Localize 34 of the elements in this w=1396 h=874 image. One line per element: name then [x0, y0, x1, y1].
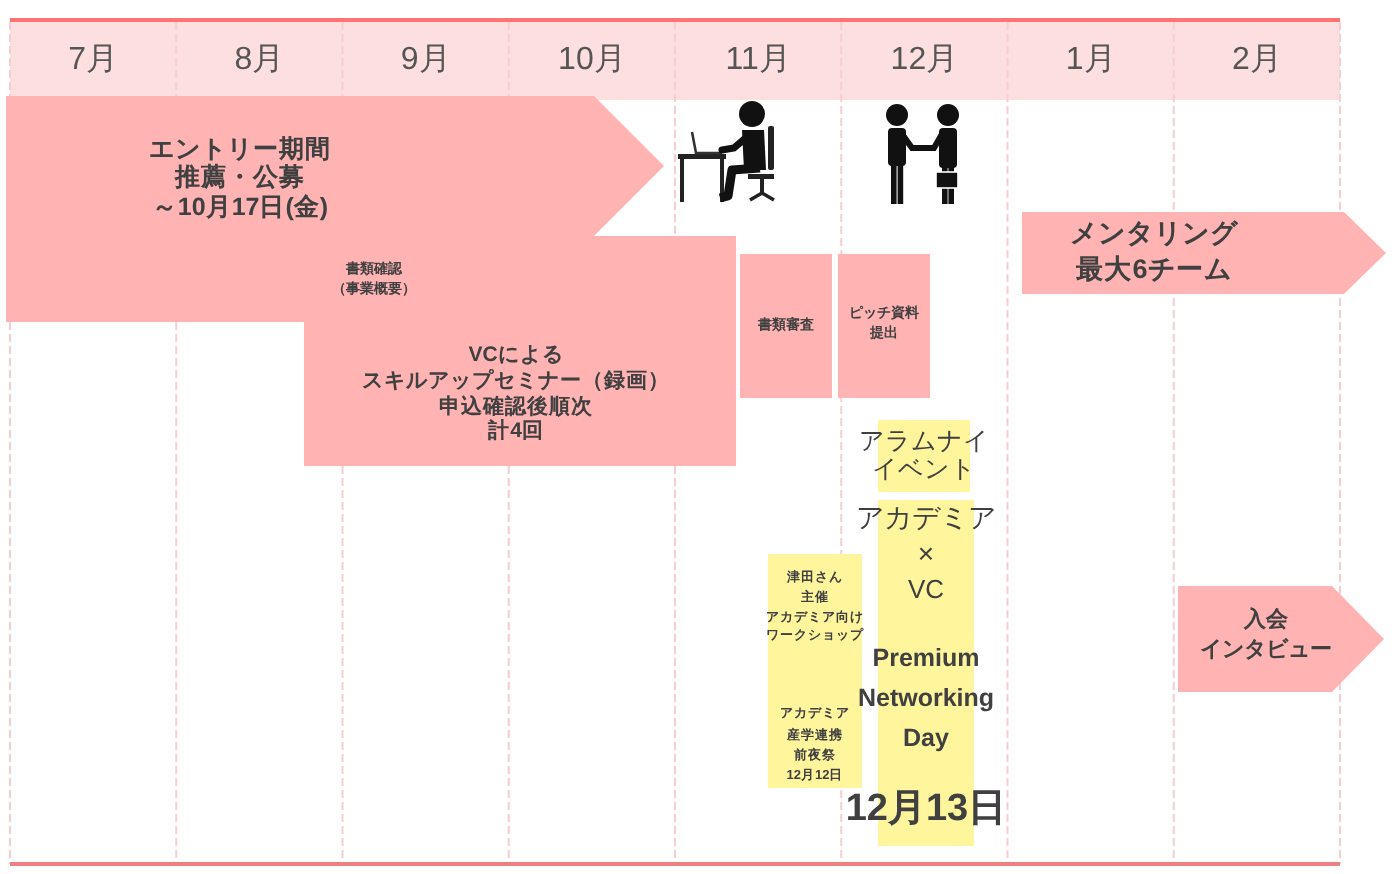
box-label: 計4回 — [488, 421, 544, 443]
event-label: イベント — [872, 456, 976, 484]
event-label: VC — [907, 576, 945, 604]
event-label: Premium Networking Day — [857, 642, 995, 756]
event-label: 12月13日 — [845, 790, 1007, 830]
box-label: 申込確認後順次 — [439, 396, 593, 418]
phase-box — [304, 322, 736, 466]
box-label: ～10月17日(金) — [151, 194, 329, 222]
box-label: インタビュー — [1200, 640, 1332, 664]
phase-box — [740, 254, 832, 398]
month-label: 1月 — [1065, 44, 1116, 78]
month-label: 2月 — [1231, 44, 1282, 78]
phase-box — [838, 254, 930, 398]
highlight-box — [768, 670, 862, 788]
highlight-box — [768, 554, 862, 670]
event-label: × — [917, 539, 935, 569]
event-label: アカデミア — [856, 503, 996, 533]
month-label: 12月 — [890, 44, 959, 78]
box-label: スキルアップセミナー（録画） — [362, 371, 670, 393]
box-label: 最大6チーム — [1076, 255, 1232, 285]
month-label: 10月 — [558, 44, 626, 78]
box-label: メンタリング — [1070, 219, 1238, 249]
month-label: 7月 — [68, 44, 119, 78]
phase-arrow — [1178, 586, 1384, 692]
phase-arrow — [6, 96, 664, 236]
phase-arrow — [1022, 212, 1386, 294]
box-label: 入会 — [1244, 610, 1288, 634]
box-label: 推薦・公募 — [175, 164, 305, 192]
box-label: エントリー期間 — [149, 136, 331, 163]
box-label: VCによる — [468, 345, 564, 367]
month-label: 8月 — [234, 44, 285, 78]
month-label: 11月 — [725, 44, 791, 78]
event-label: アラムナイ — [859, 427, 989, 455]
month-label: 9月 — [400, 44, 451, 78]
